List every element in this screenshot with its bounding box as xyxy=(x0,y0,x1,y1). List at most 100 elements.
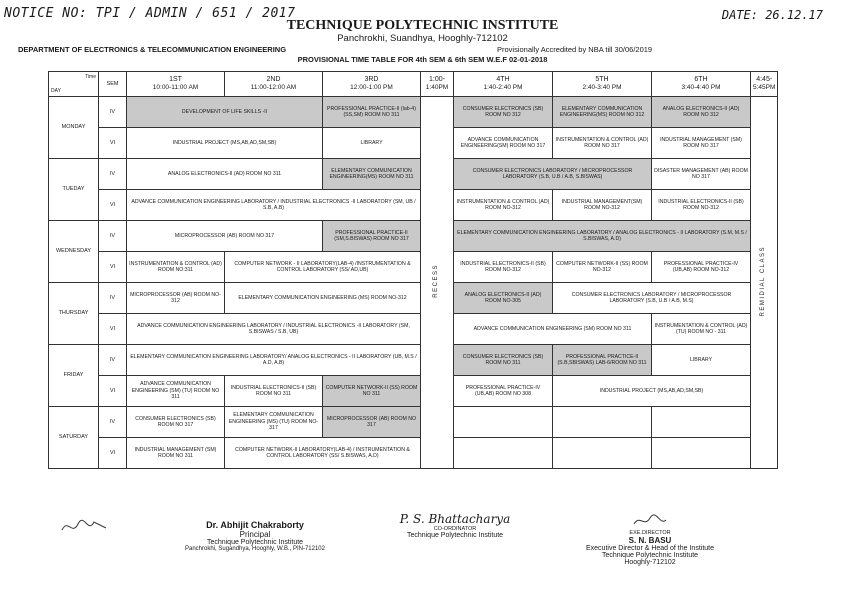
class-cell: MICROPROCESSOR (AB) ROOM NO 317 xyxy=(322,406,421,438)
sem-label: VI xyxy=(98,375,127,407)
class-cell: INDUSTRIAL ELECTRONICS-II (SB) ROOM NO-3… xyxy=(651,189,751,221)
notice-date: DATE: 26.12.17 xyxy=(721,8,823,22)
class-cell: ELEMENTARY COMMUNICATION ENGINEERING(MS)… xyxy=(552,96,652,128)
class-cell: ANALOG ELECTRONICS-II (AD) ROOM NO 312 xyxy=(651,96,751,128)
principal-signature-scrawl xyxy=(60,516,110,540)
class-cell: MICROPROCESSOR (AB) ROOM NO 317 xyxy=(126,220,323,252)
class-cell: INSTRUMENTATION & CONTROL (AD) ROOM NO 3… xyxy=(552,127,652,159)
sem-label: VI xyxy=(98,251,127,283)
institute-name: TECHNIQUE POLYTECHNIC INSTITUTE xyxy=(286,18,559,33)
day-tuesday: TUEDAY xyxy=(48,158,99,221)
empty-cell xyxy=(453,437,553,469)
empty-cell xyxy=(651,437,751,469)
class-cell: ADVANCE COMMUNICATION ENGINEERING (SM) (… xyxy=(126,375,225,407)
department-name: DEPARTMENT OF ELECTRONICS & TELECOMMUNIC… xyxy=(18,45,287,54)
remedial-header: 4:45-5:45PM xyxy=(749,71,779,97)
institute-address: Panchrokhi, Suandhya, Hooghly-712102 xyxy=(337,33,508,44)
sem-label: IV xyxy=(98,96,127,128)
empty-cell xyxy=(552,437,652,469)
principal-signature: Dr. Abhijit Chakraborty Principal Techni… xyxy=(170,520,340,552)
class-cell: ELEMENTARY COMMUNICATION ENGINEERING(MS)… xyxy=(322,158,421,190)
class-cell: INDUSTRIAL PROJECT (MS,AB,AD,SM,SB) xyxy=(552,375,751,407)
class-cell: ANALOG ELECTRONICS-II (AD) ROOM NO-305 xyxy=(453,282,553,314)
row-saturday-vi: VI INDUSTRIAL MANAGEMENT (SM) ROOM NO 31… xyxy=(49,437,778,469)
coordinator-signature: P. S. Bhattacharya CO-ORDINATOR Techniqu… xyxy=(380,512,530,539)
empty-cell xyxy=(552,406,652,438)
class-cell: ADVANCE COMMUNICATION ENGINEERING(SM) RO… xyxy=(453,127,553,159)
corner-day: DAY xyxy=(51,87,61,94)
class-cell: INDUSTRIAL MANAGEMENT (SM) ROOM NO 311 xyxy=(126,437,225,469)
class-cell: CONSUMER ELECTRONICS LABORATORY / MICROP… xyxy=(453,158,652,190)
handwritten-signature-icon xyxy=(61,519,107,531)
row-tuesday-vi: VI ADVANCE COMMUNICATION ENGINEERING LAB… xyxy=(49,189,778,221)
row-monday-vi: VI INDUSTRIAL PROJECT (MS,AB,AD,SM,SB) L… xyxy=(49,127,778,159)
class-cell: PROFESSIONAL PRACTICE-II (SM,S.BISWAS) R… xyxy=(322,220,421,252)
coordinator-title: CO-ORDINATOR xyxy=(433,526,477,532)
sem-label: VI xyxy=(98,127,127,159)
class-cell: DEVELOPMENT OF LIFE SKILLS -II xyxy=(126,96,323,128)
sem-label: IV xyxy=(98,406,127,438)
handwritten-signature-icon xyxy=(633,514,667,525)
row-friday-vi: VI ADVANCE COMMUNICATION ENGINEERING (SM… xyxy=(49,375,778,407)
class-cell: COMPUTER NETWORK-II LABORATORY(LAB-4) / … xyxy=(224,437,421,469)
class-cell: ELEMENTARY COMMUNICATION ENGINEERING (MS… xyxy=(224,282,421,314)
sem-label: VI xyxy=(98,313,127,345)
class-cell: LIBRARY xyxy=(651,344,751,376)
class-cell: PROFESSIONAL PRACTICE-IV (UB,AB) ROOM NO… xyxy=(651,251,751,283)
sem-label: IV xyxy=(98,220,127,252)
class-cell: INDUSTRIAL MANAGEMENT (SM) ROOM NO 317 xyxy=(651,127,751,159)
executive-director-name: S. N. BASU xyxy=(628,536,672,545)
principal-institute: Technique Polytechnic Institute xyxy=(206,539,304,546)
class-cell: ELEMENTARY COMMUNICATION ENGINEERING LAB… xyxy=(126,344,421,376)
class-cell: ADVANCE COMMUNICATION ENGINEERING LABORA… xyxy=(126,313,421,345)
row-thursday-vi: VI ADVANCE COMMUNICATION ENGINEERING LAB… xyxy=(49,313,778,345)
class-cell: ANALOG ELECTRONICS-II (AD) ROOM NO 311 xyxy=(126,158,323,190)
class-cell: ELEMENTARY COMMUNICATION ENGINEERING LAB… xyxy=(453,220,751,252)
executive-director-label: EXE.DIRECTOR xyxy=(629,530,671,536)
class-cell: ADVANCE COMMUNICATION ENGINEERING LABORA… xyxy=(126,189,421,221)
class-cell: PROFESSIONAL PRACTICE-IV (UB,AB) ROOM NO… xyxy=(453,375,553,407)
class-cell: INSTRUMENTATION & CONTROL (AD) (TU) ROOM… xyxy=(651,313,751,345)
day-saturday: SATURDAY xyxy=(48,406,99,469)
sem-label: VI xyxy=(98,437,127,469)
row-thursday-iv: THURSDAY IV MICROPROCESSOR (AB) ROOM NO-… xyxy=(48,282,778,345)
class-cell: INDUSTRIAL PROJECT (MS,AB,AD,SM,SB) xyxy=(126,127,323,159)
class-cell: ELEMENTARY COMMUNICATION ENGINEERING (MS… xyxy=(224,406,323,438)
class-cell: CONSUMER ELECTRONICS (SB) ROOM NO 312 xyxy=(453,96,553,128)
coordinator-institute: Technique Polytechnic Institute xyxy=(406,532,504,539)
empty-cell xyxy=(453,406,553,438)
executive-director-address: Hooghly-712102 xyxy=(624,559,676,566)
day-wednesday: WEDNESDAY xyxy=(48,220,99,283)
coordinator-name: P. S. Bhattacharya xyxy=(399,512,511,526)
class-cell: DISASTER MANAGEMENT (AB) ROOM NO 317 xyxy=(651,158,751,190)
day-monday: MONDAY xyxy=(48,96,99,159)
empty-cell xyxy=(651,406,751,438)
recess-column: RECESS xyxy=(420,96,454,469)
class-cell: CONSUMER ELECTRONICS (SB) ROOM NO 317 xyxy=(126,406,225,438)
principal-name: Dr. Abhijit Chakraborty xyxy=(206,520,304,530)
class-cell: CONSUMER ELECTRONICS (SB) ROOM NO 311 xyxy=(453,344,553,376)
sem-header: SEM xyxy=(98,71,127,97)
row-wednesday-vi: VI INSTRUMENTATION & CONTROL (AD) ROOM N… xyxy=(49,251,778,283)
row-wednesday-iv: WEDNESDAY IV MICROPROCESSOR (AB) ROOM NO… xyxy=(48,220,778,283)
class-cell: LIBRARY xyxy=(322,127,421,159)
sem-label: IV xyxy=(98,282,127,314)
class-cell: INDUSTRIAL ELECTRONICS-II (SB) ROOM NO-3… xyxy=(453,251,553,283)
class-cell: COMPUTER NETWORK-II (SS) ROOM NO-312 xyxy=(552,251,652,283)
timetable-title: PROVISIONAL TIME TABLE FOR 4th SEM & 6th… xyxy=(297,55,548,64)
corner-time: Time xyxy=(85,74,96,80)
class-cell: CONSUMER ELECTRONICS LABORATORY / MICROP… xyxy=(552,282,751,314)
class-cell: ADVANCE COMMUNICATION ENGINEERING (SM) R… xyxy=(453,313,652,345)
row-monday-iv: MONDAY IV DEVELOPMENT OF LIFE SKILLS -II… xyxy=(48,96,779,469)
executive-director-title: Executive Director & Head of the Institu… xyxy=(585,545,714,552)
row-friday-iv: FRIDAY IV ELEMENTARY COMMUNICATION ENGIN… xyxy=(48,344,778,407)
class-cell: MICROPROCESSOR (AB) ROOM NO-312 xyxy=(126,282,225,314)
class-cell: INSTRUMENTATION & CONTROL (AD) ROOM NO-3… xyxy=(453,189,553,221)
